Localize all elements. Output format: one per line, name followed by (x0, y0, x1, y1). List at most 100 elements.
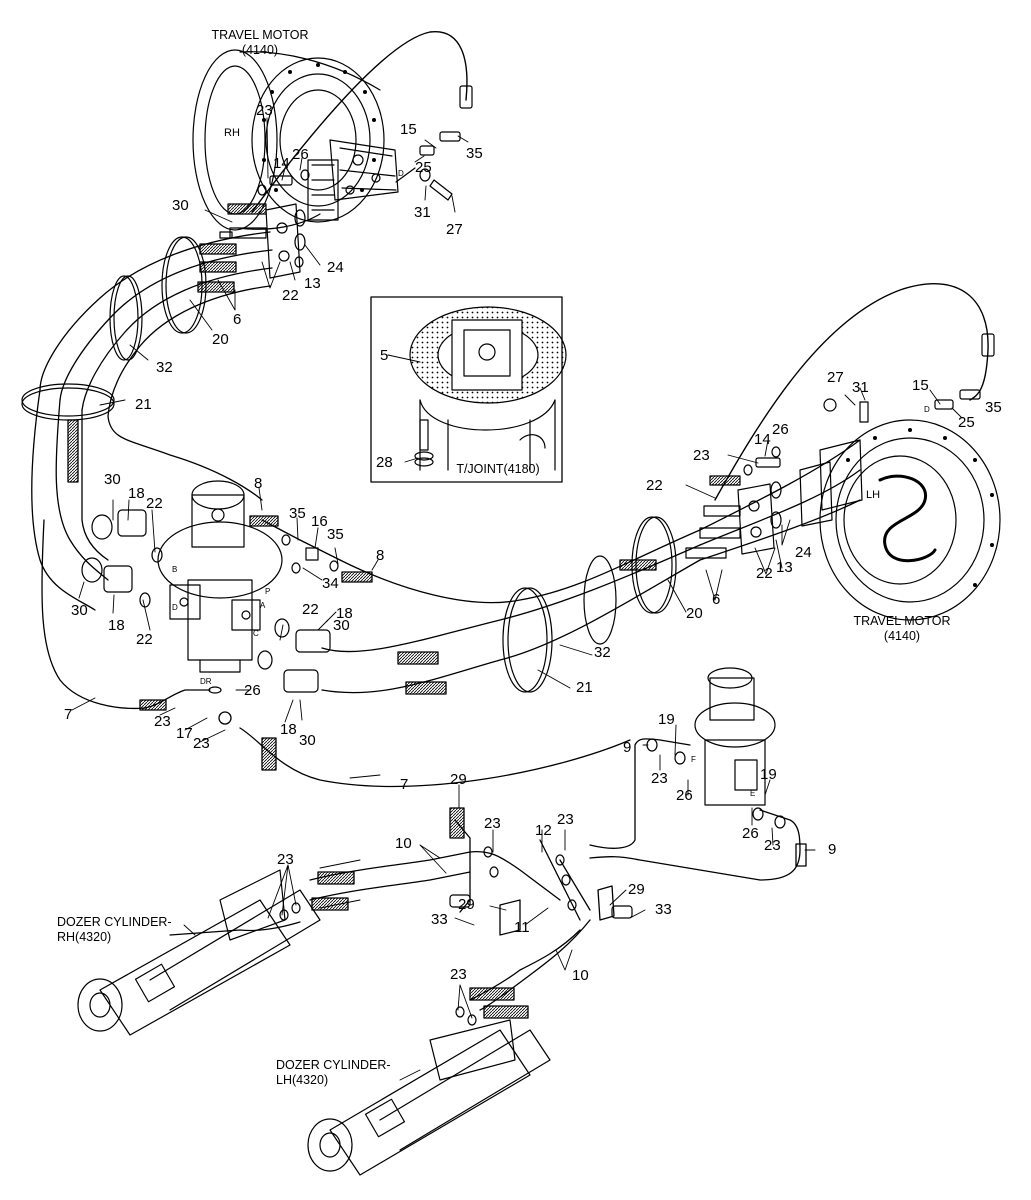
drain-pipe-7 (139, 689, 631, 788)
dozer-cylinder-lh (307, 1019, 551, 1176)
title-turning-joint-text: T/JOINT(4180) (456, 462, 540, 476)
title-dozer-cylinder-rh-line1: DOZER CYLINDER- (57, 915, 172, 929)
callout-15: 15 (912, 377, 929, 394)
travel-motor-rh (192, 49, 399, 231)
callout-20: 20 (686, 605, 703, 622)
callout-8: 8 (376, 547, 385, 564)
callout-23: 23 (484, 815, 501, 832)
rh-drain-hose-fitting (459, 85, 473, 109)
callout-18: 18 (280, 721, 297, 738)
callout-7: 7 (400, 776, 409, 793)
callout-22: 22 (302, 601, 319, 618)
callout-21: 21 (576, 679, 593, 696)
rh-motor-flanges (227, 175, 306, 279)
lh-motor-flanges (685, 389, 981, 559)
callout-11: 11 (514, 919, 530, 936)
title-travel-motor-rh-code: (4140) (241, 43, 279, 57)
callout-35: 35 (466, 145, 483, 162)
callout-26: 26 (676, 787, 693, 804)
callout-18: 18 (128, 485, 145, 502)
port-mark: E (750, 789, 756, 798)
callout-29: 29 (450, 771, 467, 788)
callout-35: 35 (327, 526, 344, 543)
callout-31: 31 (414, 204, 431, 221)
title-travel-motor-lh-name: TRAVEL MOTOR (853, 614, 951, 628)
center-clamp-bands (502, 516, 677, 693)
callout-16: 16 (311, 513, 328, 530)
center-swivel-valve (157, 480, 283, 673)
callout-35: 35 (289, 505, 306, 522)
callout-19: 19 (760, 766, 777, 783)
callout-26: 26 (244, 682, 261, 699)
callout-28: 28 (376, 454, 393, 471)
callout-30: 30 (299, 732, 316, 749)
callout-6: 6 (712, 591, 721, 608)
port-mark: B (172, 565, 178, 574)
callout-34: 34 (322, 575, 339, 592)
lh-drain-hose-fitting (981, 333, 995, 357)
callout-26: 26 (742, 825, 759, 842)
title-travel-motor-lh: TRAVEL MOTOR (4140) (842, 614, 962, 644)
callout-29: 29 (628, 881, 645, 898)
callout-29: 29 (458, 896, 475, 913)
callout-27: 27 (446, 221, 463, 238)
callout-15: 15 (400, 121, 417, 138)
callout-23: 23 (154, 713, 171, 730)
lh-drain-hose (714, 283, 989, 501)
callout-23: 23 (256, 102, 273, 119)
callout-31: 31 (852, 379, 869, 396)
callout-23: 23 (450, 966, 467, 983)
callout-10: 10 (572, 967, 589, 984)
callout-27: 27 (827, 369, 844, 386)
port-mark: D (924, 405, 930, 414)
title-turning-joint: T/JOINT(4180) (448, 462, 548, 477)
callout-22: 22 (136, 631, 153, 648)
callout-23: 23 (693, 447, 710, 464)
title-dozer-cylinder-rh-line2: RH(4320) (57, 930, 112, 944)
title-travel-motor-lh-code: (4140) (883, 629, 921, 643)
callout-24: 24 (327, 259, 344, 276)
callout-19: 19 (658, 711, 675, 728)
callout-14: 14 (273, 155, 290, 172)
callout-8: 8 (254, 475, 263, 492)
callout-32: 32 (156, 359, 173, 376)
port-mark: A (260, 601, 266, 610)
port-mark: P (265, 587, 271, 596)
callout-23: 23 (557, 811, 574, 828)
port-mark: DR (200, 677, 212, 686)
callout-13: 13 (304, 275, 321, 292)
callout-20: 20 (212, 331, 229, 348)
callout-9: 9 (623, 739, 632, 756)
callout-5: 5 (380, 347, 389, 364)
dozer-cylinder-rh (77, 869, 321, 1036)
title-dozer-cylinder-rh: DOZER CYLINDER- RH(4320) (57, 915, 172, 945)
callout-23: 23 (277, 851, 294, 868)
callout-30: 30 (172, 197, 189, 214)
callout-23: 23 (193, 735, 210, 752)
callout-22: 22 (282, 287, 299, 304)
callout-33: 33 (655, 901, 672, 918)
dozer-swivel (694, 667, 776, 806)
callout-12: 12 (535, 822, 552, 839)
title-dozer-cylinder-lh-line2: LH(4320) (276, 1073, 329, 1087)
port-mark: F (691, 755, 696, 764)
rh-drain-hose (251, 31, 468, 213)
turning-joint-inset (370, 296, 567, 483)
callout-24: 24 (795, 544, 812, 561)
callout-26: 26 (772, 421, 789, 438)
leader-lines (71, 117, 963, 1081)
title-travel-motor-rh: TRAVEL MOTOR (4140) (200, 28, 320, 58)
callout-17: 17 (176, 725, 193, 742)
callout-21: 21 (135, 396, 152, 413)
callout-26: 26 (292, 146, 309, 163)
callout-23: 23 (651, 770, 668, 787)
port-mark: D (398, 169, 404, 178)
callout-35: 35 (985, 399, 1002, 416)
callout-18: 18 (336, 605, 353, 622)
port-mark: D (172, 603, 178, 612)
callout-25: 25 (415, 159, 432, 176)
side-mark-rh: RH (224, 127, 240, 139)
callout-23: 23 (764, 837, 781, 854)
title-travel-motor-rh-name: TRAVEL MOTOR (211, 28, 309, 42)
